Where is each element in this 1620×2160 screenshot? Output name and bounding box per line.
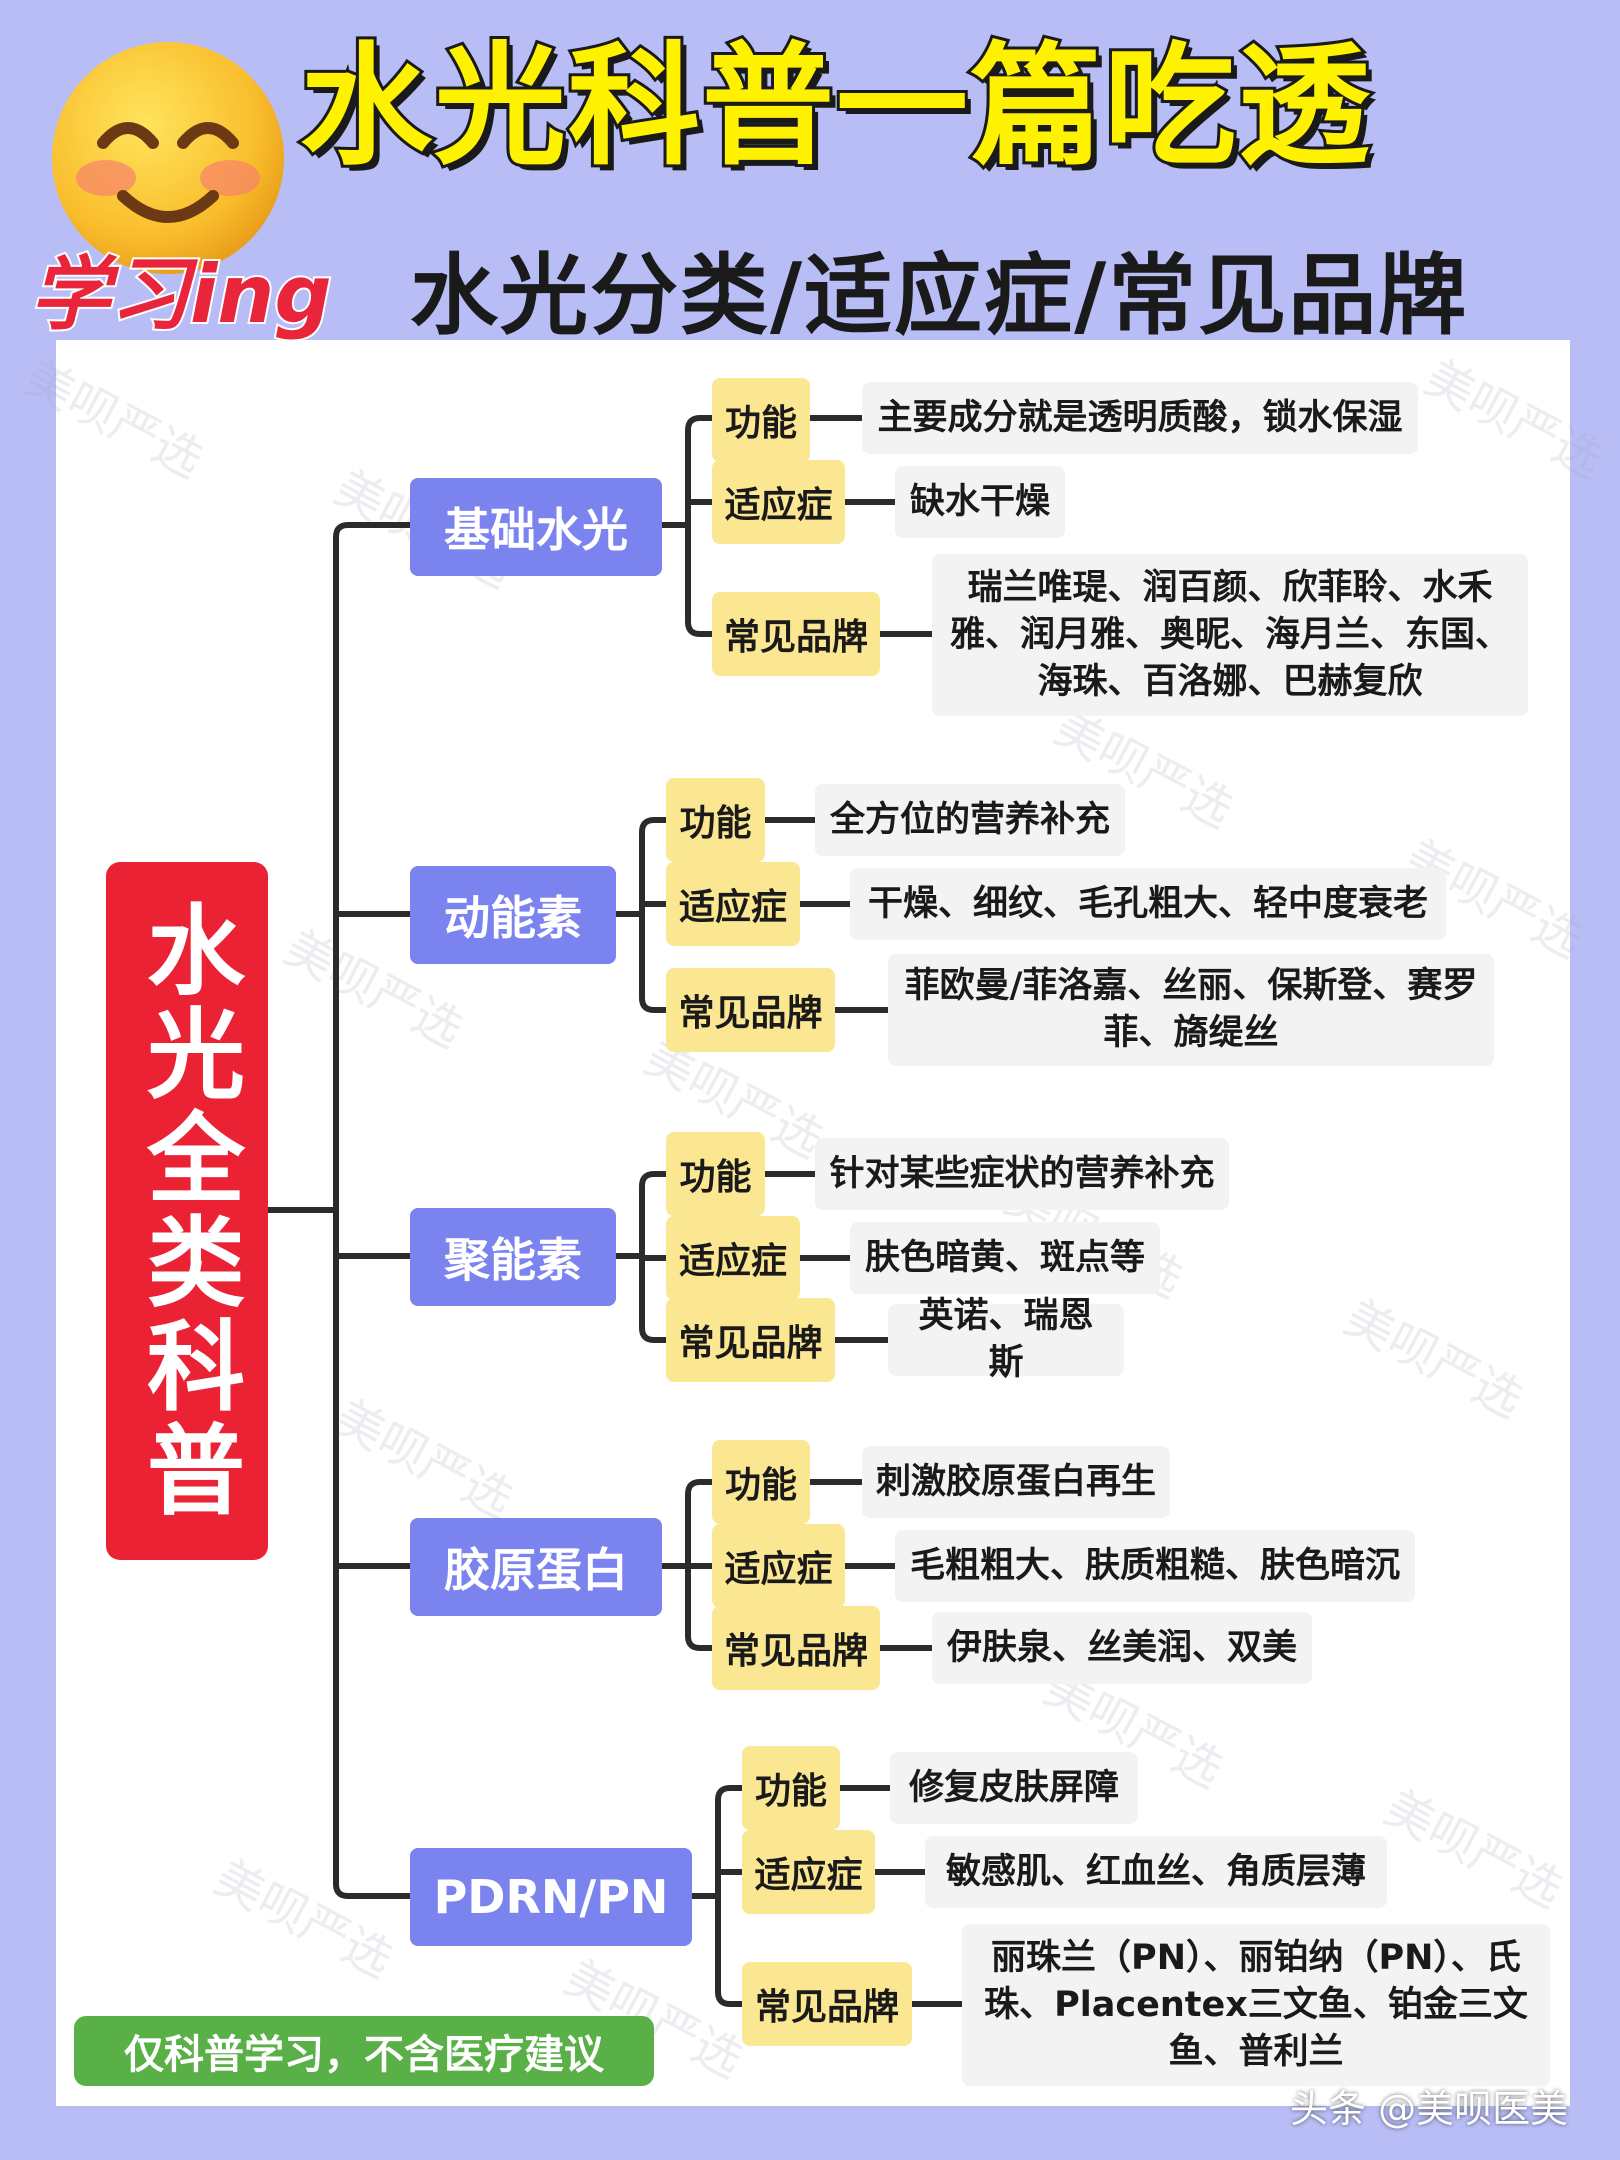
- row-label-brands: 常见品牌: [712, 592, 880, 676]
- row-label-brands: 常见品牌: [666, 968, 835, 1052]
- row-value-brands: 英诺、瑞恩斯: [888, 1296, 1124, 1383]
- row-label-function: 功能: [712, 378, 810, 462]
- learning-badge: 学习ing: [28, 246, 334, 343]
- row-value-function: 针对某些症状的营养补充: [815, 1138, 1229, 1210]
- row-label-function: 功能: [742, 1746, 840, 1830]
- row-value-function: 主要成分就是透明质酸，锁水保湿: [862, 382, 1418, 454]
- row-value-function: 刺激胶原蛋白再生: [862, 1446, 1170, 1518]
- category-kinetin: 动能素: [410, 866, 616, 964]
- row-label-indication: 适应症: [742, 1830, 875, 1914]
- row-label-function: 功能: [666, 778, 765, 862]
- row-value-function: 修复皮肤屏障: [890, 1752, 1138, 1824]
- row-value-brands: 伊肤泉、丝美润、双美: [932, 1612, 1312, 1684]
- source-credit: 头条 @美呗医美: [1290, 2087, 1569, 2131]
- row-label-indication: 适应症: [666, 862, 800, 946]
- category-collagen: 胶原蛋白: [410, 1518, 662, 1616]
- row-value-brands: 菲欧曼/菲洛嘉、丝丽、保斯登、赛罗菲、旖缇丝: [888, 954, 1494, 1066]
- row-label-brands: 常见品牌: [666, 1298, 835, 1382]
- category-pdrn-pn: PDRN/PN: [410, 1848, 692, 1946]
- row-label-brands: 常见品牌: [742, 1962, 912, 2046]
- row-label-indication: 适应症: [712, 1524, 845, 1608]
- page-title: 水光科普一篇吃透: [297, 27, 1373, 187]
- row-label-function: 功能: [666, 1132, 765, 1216]
- disclaimer-badge: 仅科普学习，不含医疗建议: [74, 2016, 654, 2086]
- row-label-indication: 适应症: [712, 460, 845, 544]
- row-value-function: 全方位的营养补充: [815, 784, 1125, 856]
- row-value-indication: 毛粗粗大、肤质粗糙、肤色暗沉: [895, 1530, 1415, 1602]
- row-value-indication: 敏感肌、红血丝、角质层薄: [925, 1836, 1387, 1908]
- row-label-indication: 适应症: [666, 1216, 800, 1300]
- row-value-indication: 缺水干燥: [895, 466, 1065, 538]
- row-value-indication: 肤色暗黄、斑点等: [850, 1222, 1160, 1294]
- row-value-brands: 瑞兰唯瑅、润百颜、欣菲聆、水禾雅、润月雅、奥昵、海月兰、东国、海珠、百洛娜、巴赫…: [932, 554, 1528, 716]
- smiling-face-icon: [52, 42, 284, 274]
- mindmap-root: 水光全类科普: [106, 862, 268, 1560]
- category-concentrate: 聚能素: [410, 1208, 616, 1306]
- row-value-indication: 干燥、细纹、毛孔粗大、轻中度衰老: [850, 868, 1446, 940]
- row-label-brands: 常见品牌: [712, 1606, 880, 1690]
- row-label-function: 功能: [712, 1440, 810, 1524]
- category-basic-hydration: 基础水光: [410, 478, 662, 576]
- page-subtitle: 水光分类/适应症/常见品牌: [410, 244, 1469, 347]
- row-value-brands: 丽珠兰（PN）、丽铂纳（PN）、氏珠、Placentex三文鱼、铂金三文鱼、普利…: [962, 1924, 1550, 2086]
